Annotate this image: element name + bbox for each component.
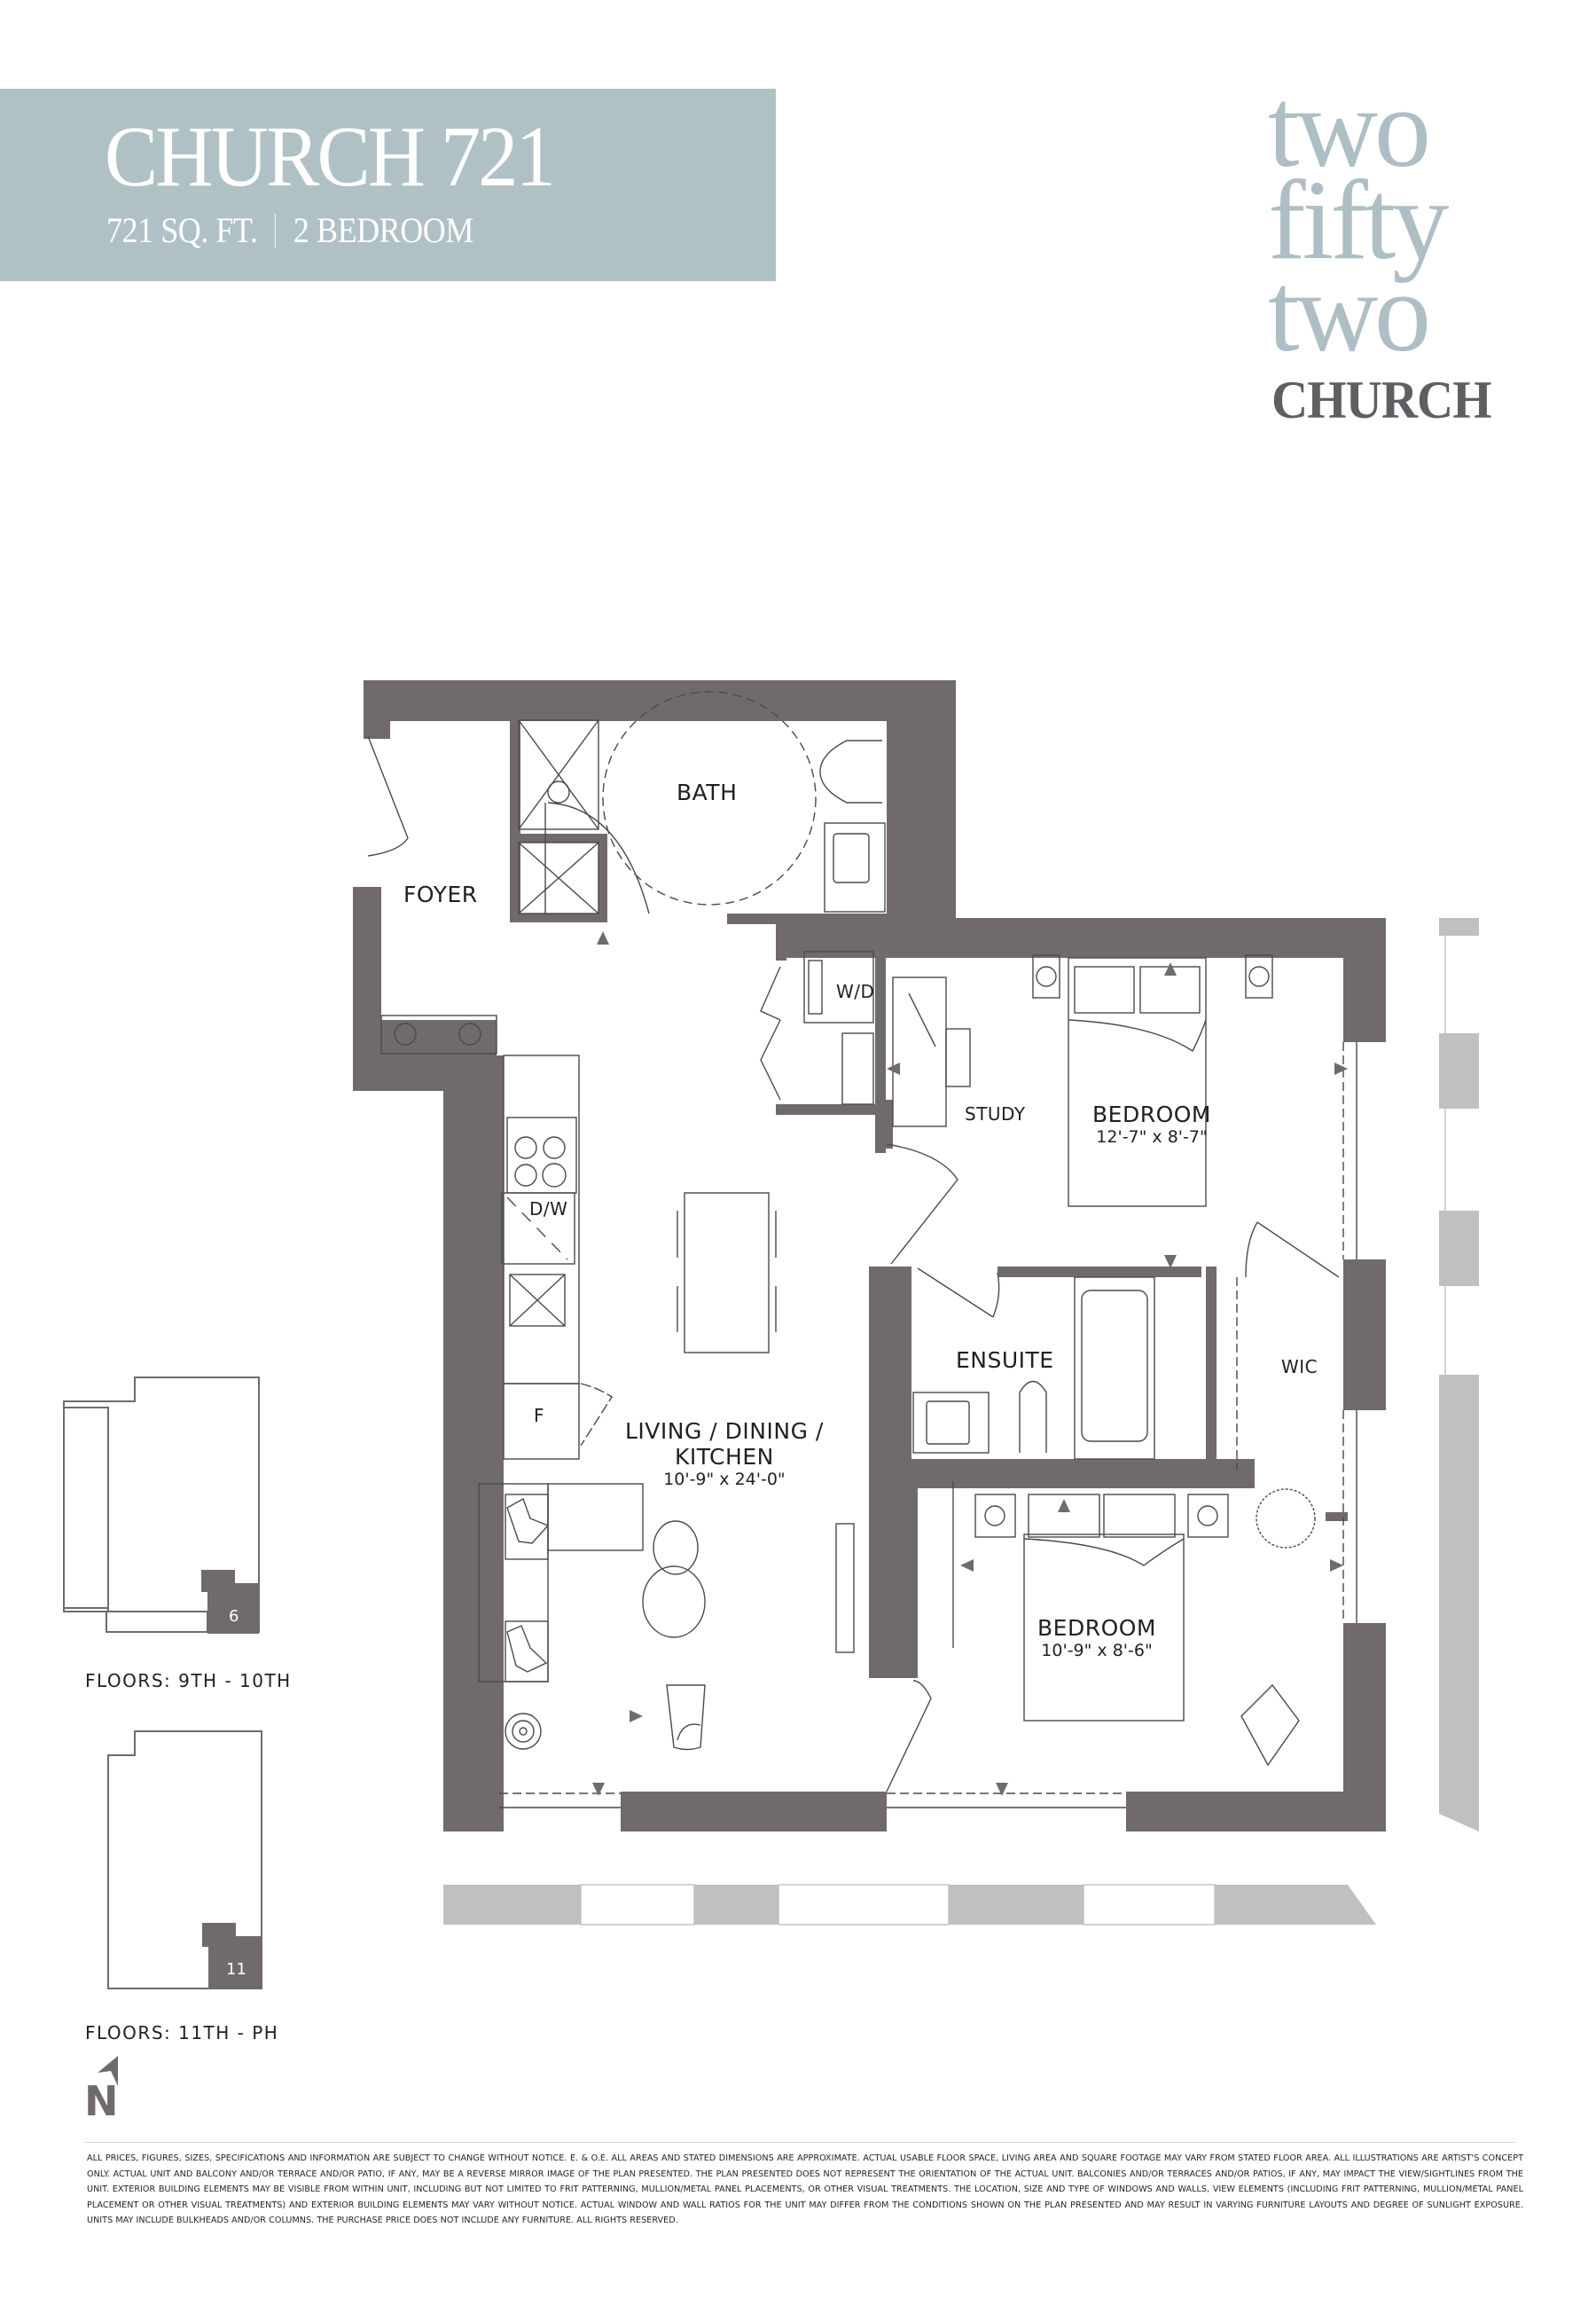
north-indicator: N <box>84 2056 121 2127</box>
room-label-bedroom-2: BEDROOM 10'-9" x 8'-6" <box>1037 1615 1156 1661</box>
keyplan-unit-highlight-1 <box>201 1570 259 1634</box>
room-label-bedroom-1: BEDROOM 12'-7" x 8'-7" <box>1092 1102 1211 1148</box>
north-arrow-icon <box>98 2056 118 2086</box>
unit-area: 721 SQ. FT. <box>106 210 258 250</box>
view-arrows <box>461 931 1348 1796</box>
room-label-fridge: F <box>534 1405 545 1426</box>
keyplan-unit-number-2: 11 <box>226 1960 246 1979</box>
room-label-study: STUDY <box>965 1103 1026 1125</box>
living-name-line2: KITCHEN <box>674 1443 774 1470</box>
unit-name: CHURCH 721 <box>105 109 556 205</box>
keyplan-floors-label-1: FLOORS: 9TH - 10TH <box>85 1670 292 1691</box>
logo-line-church: CHURCH <box>1271 371 1492 429</box>
bedroom-2-dims: 10'-9" x 8'-6" <box>1041 1640 1153 1660</box>
separator <box>275 214 277 247</box>
bedroom-1-name: BEDROOM <box>1092 1102 1211 1127</box>
living-name-line1: LIVING / DINING / <box>625 1418 824 1444</box>
room-label-dw: D/W <box>529 1198 568 1220</box>
bedroom-1-dims: 12'-7" x 8'-7" <box>1096 1126 1208 1147</box>
keyplan-unit-highlight-2 <box>202 1923 262 1989</box>
logo-line-two-2: two <box>1268 249 1431 375</box>
unit-title-banner: CHURCH 721 721 SQ. FT. 2 BEDROOM <box>0 89 776 281</box>
room-label-living: LIVING / DINING / KITCHEN 10'-9" x 24'-0… <box>625 1418 824 1489</box>
room-label-foyer: FOYER <box>403 882 478 907</box>
keyplan-11-ph <box>107 1730 262 1989</box>
logo-line-fifty: fifty <box>1268 157 1449 283</box>
bedroom-2-name: BEDROOM <box>1037 1615 1156 1641</box>
keyplan-unit-number-1: 6 <box>229 1607 239 1626</box>
room-label-wic: WIC <box>1281 1356 1318 1377</box>
logo-line-two: two <box>1268 65 1431 191</box>
window-elevations <box>443 918 1479 1925</box>
keyplan-floors-label-2: FLOORS: 11TH - PH <box>85 2022 279 2043</box>
brand-logo: two fifty two CHURCH <box>1268 65 1534 431</box>
walls <box>353 680 1386 1831</box>
room-label-bath: BATH <box>677 780 738 805</box>
north-letter: N <box>84 2077 119 2125</box>
room-label-wd: W/D <box>836 981 875 1002</box>
legal-disclaimer: ALL PRICES, FIGURES, SIZES, SPECIFICATIO… <box>87 2153 1523 2225</box>
footer-divider <box>84 2142 1516 2143</box>
unit-summary: 721 SQ. FT. 2 BEDROOM <box>106 213 473 248</box>
unit-bedrooms: 2 BEDROOM <box>293 210 473 250</box>
living-dims: 10'-9" x 24'-0" <box>663 1469 786 1489</box>
fixtures <box>367 691 1357 1808</box>
room-label-ensuite: ENSUITE <box>956 1347 1054 1373</box>
